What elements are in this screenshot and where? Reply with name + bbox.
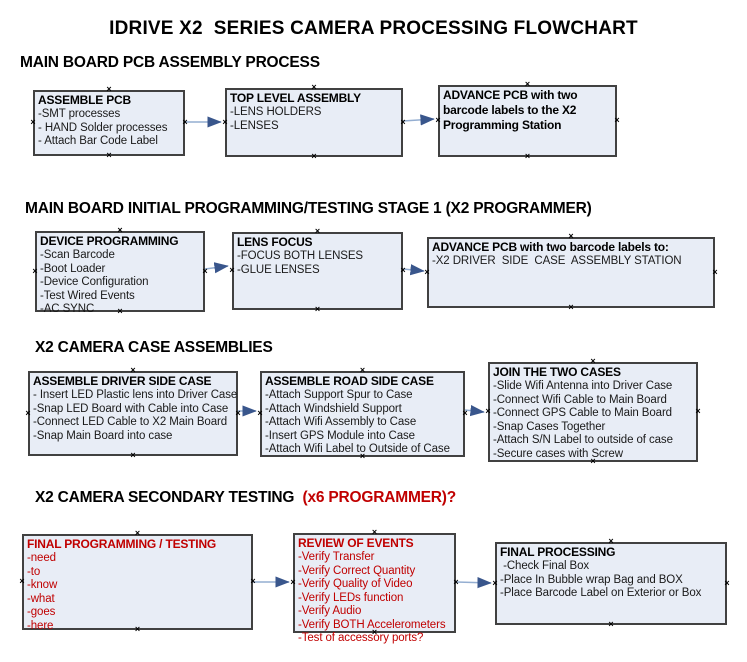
box-item: -Place Barcode Label on Exterior or Box [500, 587, 702, 599]
box-item: -Insert GPS Module into Case [265, 429, 415, 442]
flow-arrow [464, 405, 485, 417]
box-item: -goes [27, 606, 56, 618]
box-title: FINAL PROCESSING [500, 545, 616, 559]
box-advance-pcb-with-two-barcode-labels-to: ADVANCE PCB with two barcode labels to:-… [427, 237, 715, 308]
box-item: -Test of accessory ports? [298, 632, 424, 644]
box-item: -SMT processes [38, 108, 121, 120]
flow-arrow [204, 262, 229, 274]
box-item: -know [27, 579, 58, 591]
box-assemble-pcb: ASSEMBLE PCB-SMT processes- HAND Solder … [33, 90, 185, 156]
flow-arrow [402, 264, 425, 276]
box-assemble-road-side-case: ASSEMBLE ROAD SIDE CASE-Attach Support S… [260, 371, 465, 457]
box-device-programming: DEVICE PROGRAMMING-Scan Barcode-Boot Loa… [35, 231, 205, 315]
box-join-the-two-cases: JOIN THE TWO CASES-Slide Wifi Antenna in… [488, 362, 698, 462]
flow-arrow [402, 114, 435, 126]
box-top-level-assembly: TOP LEVEL ASSEMBLY-LENS HOLDERS-LENSES [225, 88, 403, 157]
box-item: -Device Configuration [40, 276, 149, 288]
box-final-programming-testing: FINAL PROGRAMMING / TESTING-need-to-know… [22, 534, 253, 632]
box-item: - HAND Solder processes [38, 121, 168, 134]
box-item: -Verify Transfer [298, 551, 375, 563]
box-title: ASSEMBLE PCB [38, 93, 131, 107]
section-header-text: MAIN BOARD PCB ASSEMBLY PROCESS [20, 54, 320, 71]
section-header-text: MAIN BOARD INITIAL PROGRAMMING/TESTING S… [25, 200, 592, 217]
box-item: -FOCUS BOTH LENSES [237, 250, 363, 262]
box-item: -Snap Cases Together [493, 420, 606, 433]
box-item: -Snap Main Board into case [33, 429, 173, 442]
box-title: LENS FOCUS [237, 235, 313, 249]
box-item: -Verify Correct Quantity [298, 564, 416, 577]
box-item: -Secure cases with Screw [493, 447, 623, 460]
box-title: JOIN THE TWO CASES [493, 365, 621, 379]
flow-arrow [455, 577, 492, 589]
box-item: -X2 DRIVER SIDE CASE ASSEMBLY STATION [432, 255, 682, 267]
box-item: -Attach Wifi Assembly to Case [265, 416, 417, 428]
box-item: -Boot Loader [40, 262, 106, 275]
box-item: -Attach Wifi Label to Outside of Case [265, 443, 450, 455]
box-title: DEVICE PROGRAMMING [40, 234, 179, 248]
box-item: -Slide Wifi Antenna into Driver Case [493, 380, 673, 392]
box-item: -AC SYNC [40, 303, 95, 315]
box-item: -GLUE LENSES [237, 263, 320, 276]
box-item: -Verify LEDs function [298, 591, 404, 604]
box-item: -Place In Bubble wrap Bag and BOX [500, 573, 683, 586]
box-lens-focus: LENS FOCUS-FOCUS BOTH LENSES-GLUE LENSES [232, 232, 403, 310]
box-item: -Attach Windshield Support [265, 402, 402, 415]
section-header-s3: X2 CAMERA CASE ASSEMBLIES [35, 339, 273, 357]
box-title: ASSEMBLE ROAD SIDE CASE [265, 374, 434, 388]
box-item: -Verify BOTH Accelerometers [298, 618, 446, 631]
box-assemble-driver-side-case: ASSEMBLE DRIVER SIDE CASE- Insert LED Pl… [28, 371, 238, 456]
box-item: -Scan Barcode [40, 249, 115, 261]
section-header-text: X2 CAMERA SECONDARY TESTING [35, 489, 295, 506]
box-item: - Attach Bar Code Label [38, 135, 158, 147]
flowchart-title: IDRIVE X2 SERIES CAMERA PROCESSING FLOWC… [109, 18, 638, 39]
box-item: -Test Wired Events [40, 289, 135, 302]
section-header-suffix: (x6 PROGRAMMER)? [294, 489, 457, 506]
box-title: ASSEMBLE DRIVER SIDE CASE [33, 374, 212, 388]
box-item: -Check Final Box [500, 560, 590, 572]
box-item: - Insert LED Plastic lens into Driver Ca… [33, 389, 238, 401]
box-title: TOP LEVEL ASSEMBLY [230, 91, 361, 105]
section-header-s2: MAIN BOARD INITIAL PROGRAMMING/TESTING S… [25, 200, 592, 218]
box-item: -Verify Quality of Video [298, 578, 413, 590]
box-item: -Connect GPS Cable to Main Board [493, 407, 672, 419]
box-item: -what [27, 592, 55, 605]
box-item: -LENS HOLDERS [230, 106, 322, 118]
box-item: -Attach Support Spur to Case [265, 389, 413, 401]
box-title: ADVANCE PCB with two barcode labels to: [432, 240, 669, 254]
box-item: -LENSES [230, 119, 279, 132]
box-item: -here [27, 619, 54, 632]
box-advance-pcb-with-two-barcode-labels-to-t: ADVANCE PCB with two barcode labels to t… [438, 85, 617, 157]
box-title: ADVANCE PCB with two barcode labels to t… [443, 88, 578, 132]
box-item: -Snap LED Board with Cable into Case [33, 402, 229, 415]
box-item: -Attach S/N Label to outside of case [493, 434, 673, 446]
box-final-processing: FINAL PROCESSING -Check Final Box-Place … [495, 542, 727, 625]
box-item: -to [27, 565, 41, 578]
section-header-s1: MAIN BOARD PCB ASSEMBLY PROCESS [20, 54, 320, 72]
section-header-text: X2 CAMERA CASE ASSEMBLIES [35, 339, 273, 356]
box-item: -need [27, 552, 56, 564]
box-title: REVIEW OF EVENTS [298, 536, 414, 550]
box-item: -Connect LED Cable to X2 Main Board [33, 416, 228, 428]
box-item: -Connect Wifi Cable to Main Board [493, 393, 667, 406]
section-header-s4: X2 CAMERA SECONDARY TESTING (x6 PROGRAMM… [35, 489, 456, 507]
box-review-of-events: REVIEW OF EVENTS-Verify Transfer-Verify … [293, 533, 456, 644]
box-item: -Verify Audio [298, 605, 362, 617]
box-title: FINAL PROGRAMMING / TESTING [27, 537, 217, 551]
